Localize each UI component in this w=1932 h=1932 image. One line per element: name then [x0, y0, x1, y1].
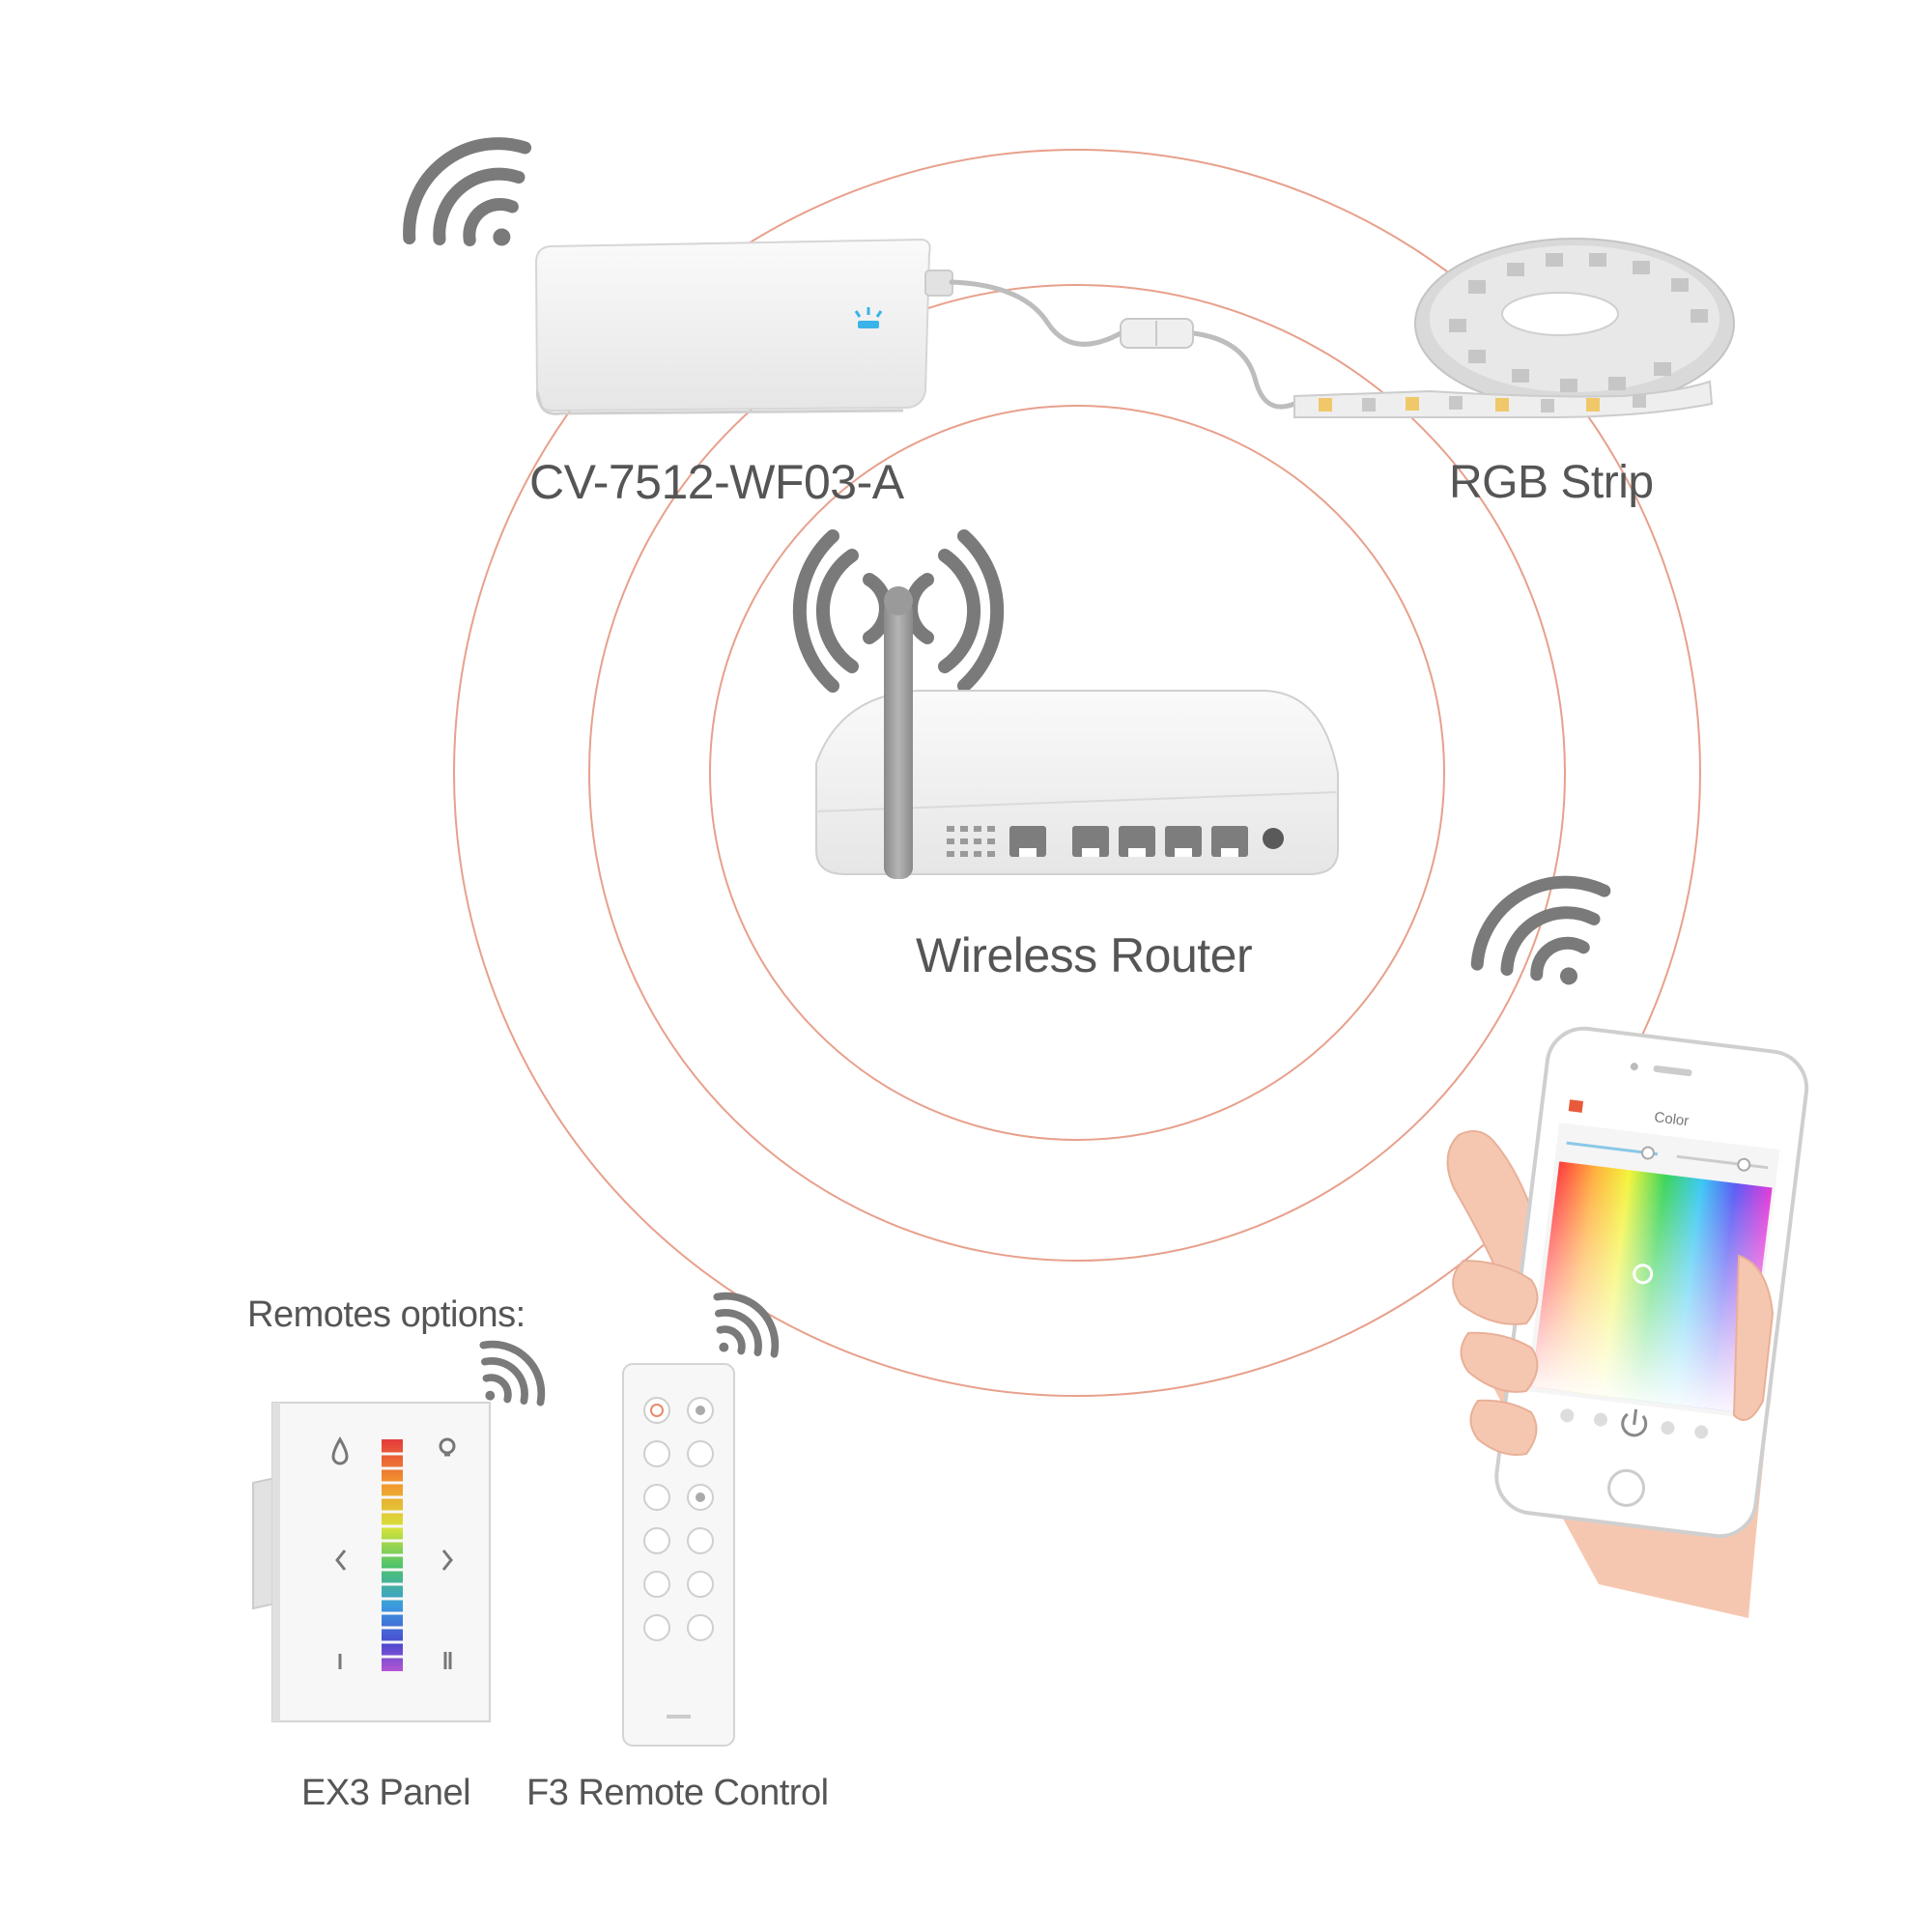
controller-label: CV-7512-WF03-A	[529, 455, 904, 509]
signal-rings	[453, 149, 1701, 1397]
panel-high-bar-icon[interactable]	[443, 1652, 452, 1669]
cable-connector	[1120, 318, 1194, 349]
rgb-strip-label: RGB Strip	[1449, 457, 1654, 508]
router-label: Wireless Router	[916, 928, 1253, 982]
signal-ring-outer	[453, 149, 1701, 1397]
router-power-port	[1263, 828, 1284, 849]
wifi-icon	[479, 1340, 546, 1406]
signal-ring-middle	[588, 284, 1566, 1262]
wifi-icon	[403, 137, 532, 247]
remotes-heading: Remotes options:	[247, 1294, 526, 1335]
saturation-slider-handle[interactable]	[1737, 1157, 1751, 1172]
controller-device	[534, 238, 953, 415]
signal-ring-inner	[709, 405, 1445, 1141]
remote-button[interactable]	[643, 1527, 670, 1554]
connector-cable	[949, 279, 1297, 410]
remote-power-button[interactable]	[643, 1397, 670, 1424]
remote-button[interactable]	[687, 1571, 714, 1598]
home-button[interactable]	[1606, 1468, 1646, 1507]
phone-screen-title: Color	[1654, 1109, 1690, 1129]
panel-bulb-icon[interactable]	[439, 1437, 456, 1457]
panel-left-chevron-icon[interactable]	[335, 1549, 347, 1571]
remote-button[interactable]	[643, 1614, 670, 1641]
wifi-icon	[1470, 875, 1611, 985]
status-led-icon	[854, 307, 883, 328]
remote-button[interactable]	[687, 1440, 714, 1467]
wifi-icon	[713, 1292, 780, 1358]
panel-right-chevron-icon[interactable]	[441, 1549, 453, 1571]
ex3-panel-label: EX3 Panel	[301, 1773, 471, 1813]
remote-button[interactable]	[643, 1440, 670, 1467]
smartphone: Color	[1494, 1026, 1809, 1539]
f3-remote-label: F3 Remote Control	[526, 1773, 829, 1813]
panel-droplet-icon[interactable]	[331, 1436, 349, 1465]
power-icon[interactable]	[1621, 1408, 1648, 1437]
wireless-router	[792, 529, 1339, 879]
remote-button[interactable]	[687, 1614, 714, 1641]
hand-holding-phone: Color	[1446, 1026, 1809, 1618]
f3-remote-device	[622, 1292, 780, 1747]
ex3-panel-device	[252, 1340, 546, 1722]
remote-button[interactable]	[687, 1527, 714, 1554]
rgb-strip-reel	[1293, 238, 1735, 418]
brightness-slider-handle[interactable]	[1640, 1146, 1655, 1160]
remote-button[interactable]	[643, 1484, 670, 1511]
remote-button[interactable]	[643, 1571, 670, 1598]
color-picker-handle[interactable]	[1633, 1264, 1654, 1285]
